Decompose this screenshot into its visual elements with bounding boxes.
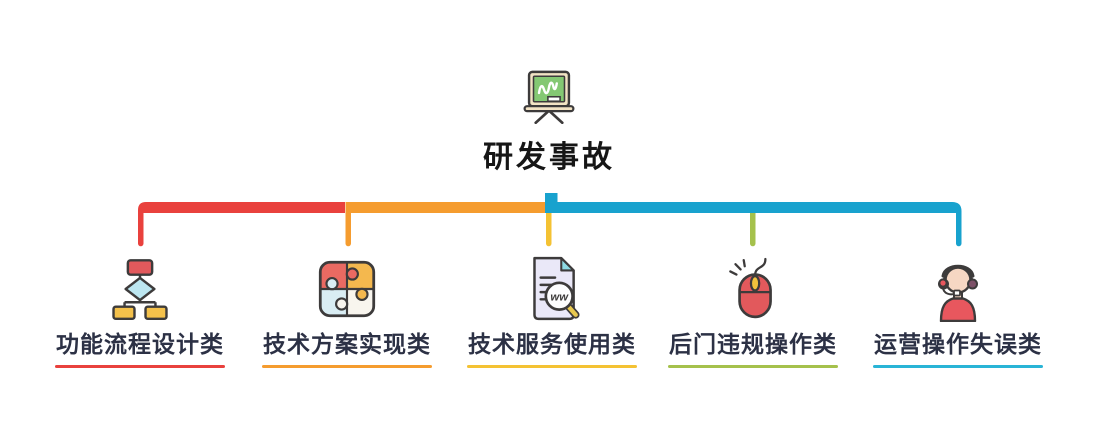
branch-underline bbox=[55, 365, 225, 368]
branch-label: 后门违规操作类 bbox=[669, 331, 837, 357]
branch-label: 技术服务使用类 bbox=[468, 331, 636, 357]
branch-underline bbox=[873, 365, 1043, 368]
document-search-icon: ww bbox=[522, 250, 582, 328]
support-agent-icon bbox=[928, 250, 988, 328]
puzzle-icon bbox=[316, 250, 378, 328]
branch-connector bbox=[138, 193, 962, 247]
connector-segment-orange bbox=[345, 202, 545, 247]
branch-technical-service-usage: ww 技术服务使用类 bbox=[452, 250, 652, 368]
flowchart-icon bbox=[108, 250, 172, 328]
branch-underline bbox=[668, 365, 838, 368]
branch-underline bbox=[467, 365, 637, 368]
connector-drop-green bbox=[750, 213, 756, 247]
connector-segment-cyan bbox=[545, 193, 962, 247]
computer-mouse-icon bbox=[722, 250, 784, 328]
connector-segment-red bbox=[138, 202, 345, 247]
branch-backdoor-violation: 后门违规操作类 bbox=[653, 250, 853, 368]
branch-underline bbox=[262, 365, 432, 368]
branch-function-process-design: 功能流程设计类 bbox=[40, 250, 240, 368]
connector-drop-yellow bbox=[546, 213, 552, 247]
branch-label: 运营操作失误类 bbox=[874, 331, 1042, 357]
page-title: 研发事故 bbox=[483, 141, 615, 174]
branch-operation-mistake: 运营操作失误类 bbox=[858, 250, 1058, 368]
branch-label: 功能流程设计类 bbox=[56, 331, 224, 357]
branch-label: 技术方案实现类 bbox=[263, 331, 431, 357]
branch-technical-solution: 技术方案实现类 bbox=[247, 250, 447, 368]
magnifier-text: ww bbox=[550, 291, 569, 303]
presentation-board-icon bbox=[518, 64, 580, 129]
